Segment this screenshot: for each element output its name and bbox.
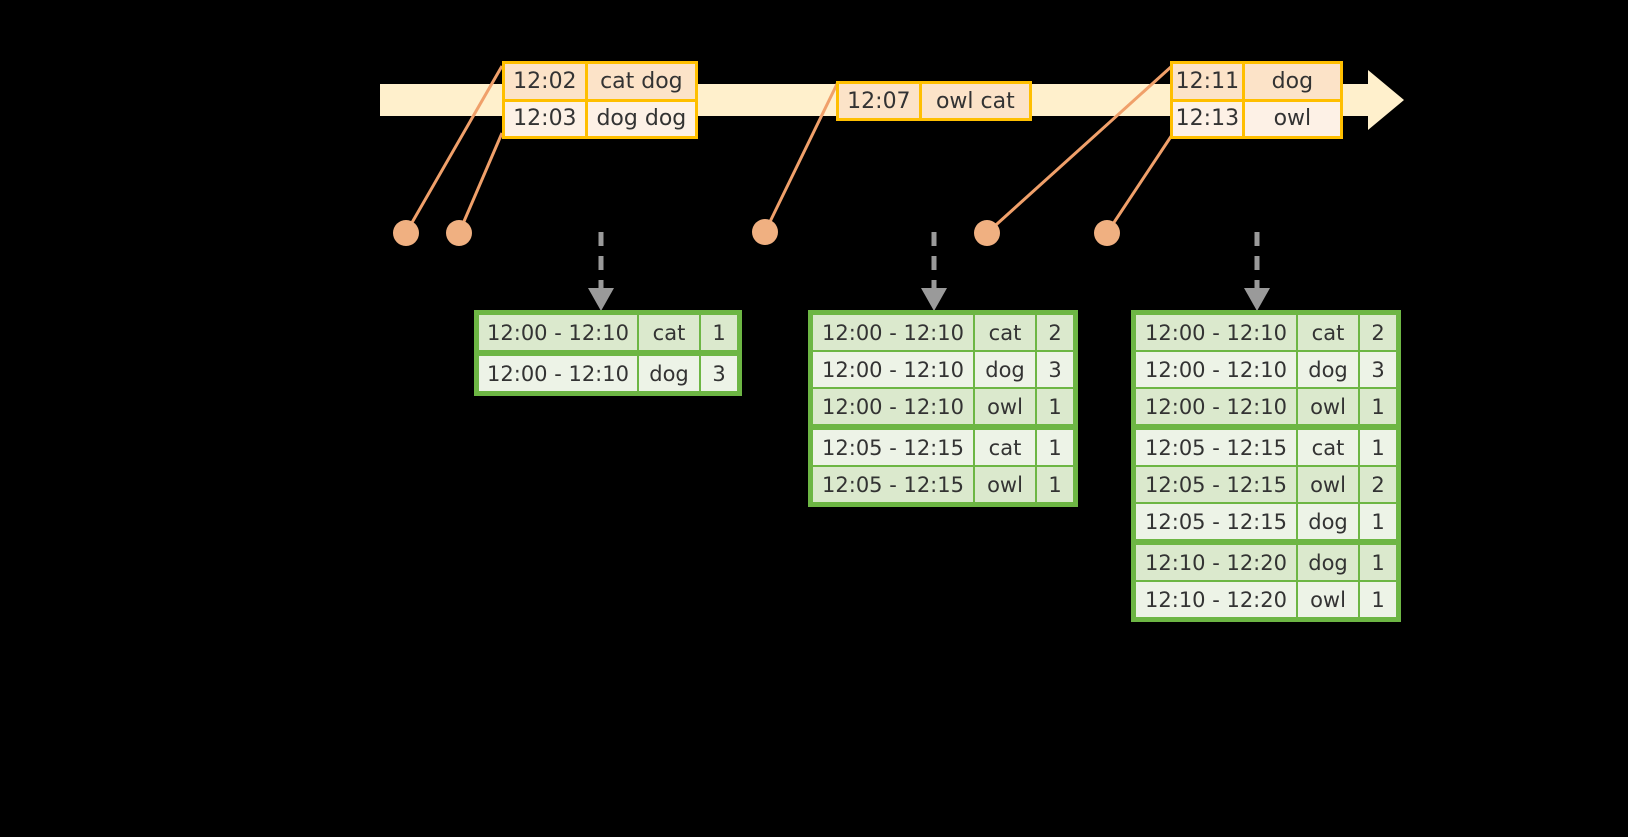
- trigger-dot-3[interactable]: [752, 219, 778, 245]
- cell-count: 1: [1359, 544, 1397, 581]
- cell-count: 1: [700, 314, 738, 351]
- event-time: 12:13: [1173, 101, 1245, 136]
- cell-word: cat: [1297, 314, 1359, 351]
- event-row[interactable]: 12:02 cat dog: [505, 64, 695, 99]
- cell-window: 12:00 - 12:10: [1135, 314, 1297, 351]
- table-row[interactable]: 12:00 - 12:10 cat 2: [1135, 314, 1397, 351]
- event-words: dog dog: [587, 101, 695, 136]
- dashed-arrow-2: [921, 232, 947, 311]
- table-row[interactable]: 12:00 - 12:10 dog 3: [1135, 351, 1397, 388]
- cell-count: 2: [1036, 314, 1074, 351]
- cell-window: 12:10 - 12:20: [1135, 544, 1297, 581]
- cell-word: dog: [638, 355, 700, 392]
- timeline-arrowhead: [1368, 70, 1404, 130]
- result-table-2[interactable]: 12:00 - 12:10 cat 2 12:00 - 12:10 dog 3 …: [808, 310, 1078, 507]
- cell-word: dog: [1297, 351, 1359, 388]
- cell-word: cat: [974, 429, 1036, 466]
- table-row[interactable]: 12:05 - 12:15 dog 1: [1135, 503, 1397, 544]
- cell-count: 2: [1359, 314, 1397, 351]
- table-row[interactable]: 12:00 - 12:10 owl 1: [812, 388, 1074, 429]
- cell-window: 12:00 - 12:10: [1135, 388, 1297, 425]
- cell-window: 12:00 - 12:10: [478, 314, 638, 351]
- table-row[interactable]: 12:00 - 12:10 owl 1: [1135, 388, 1397, 429]
- cell-window: 12:05 - 12:15: [1135, 503, 1297, 540]
- cell-window: 12:05 - 12:15: [1135, 429, 1297, 466]
- cell-count: 1: [1036, 466, 1074, 503]
- cell-window: 12:05 - 12:15: [812, 429, 974, 466]
- cell-window: 12:05 - 12:15: [1135, 466, 1297, 503]
- cell-count: 1: [1036, 388, 1074, 425]
- event-words: dog: [1244, 64, 1340, 99]
- cell-count: 2: [1359, 466, 1397, 503]
- cell-window: 12:00 - 12:10: [812, 388, 974, 425]
- event-row[interactable]: 12:07 owl cat: [839, 84, 1029, 118]
- cell-count: 1: [1359, 503, 1397, 540]
- event-time: 12:03: [505, 101, 588, 136]
- cell-count: 1: [1036, 429, 1074, 466]
- trigger-dot-5[interactable]: [1094, 220, 1120, 246]
- cell-word: owl: [974, 388, 1036, 425]
- trigger-dot-4[interactable]: [974, 220, 1000, 246]
- event-words: owl cat: [921, 84, 1029, 118]
- event-time: 12:11: [1173, 64, 1245, 99]
- cell-window: 12:05 - 12:15: [812, 466, 974, 503]
- table-row[interactable]: 12:05 - 12:15 owl 1: [812, 466, 1074, 503]
- table-row[interactable]: 12:05 - 12:15 cat 1: [812, 429, 1074, 466]
- event-row[interactable]: 12:13 owl: [1173, 98, 1340, 136]
- table-row[interactable]: 12:05 - 12:15 owl 2: [1135, 466, 1397, 503]
- cell-count: 3: [1036, 351, 1074, 388]
- cell-window: 12:10 - 12:20: [1135, 581, 1297, 618]
- table-row[interactable]: 12:10 - 12:20 owl 1: [1135, 581, 1397, 618]
- cell-window: 12:00 - 12:10: [1135, 351, 1297, 388]
- cell-count: 1: [1359, 581, 1397, 618]
- cell-word: cat: [974, 314, 1036, 351]
- cell-word: dog: [1297, 544, 1359, 581]
- table-row[interactable]: 12:00 - 12:10 dog 3: [478, 355, 738, 392]
- table-row[interactable]: 12:00 - 12:10 dog 3: [812, 351, 1074, 388]
- event-words: cat dog: [587, 64, 695, 99]
- cell-count: 1: [1359, 429, 1397, 466]
- cell-word: owl: [1297, 466, 1359, 503]
- event-time: 12:02: [505, 64, 588, 99]
- event-time: 12:07: [839, 84, 922, 118]
- trigger-dot-1[interactable]: [393, 220, 419, 246]
- event-group-1[interactable]: 12:02 cat dog 12:03 dog dog: [502, 61, 698, 139]
- cell-window: 12:00 - 12:10: [812, 314, 974, 351]
- event-group-3[interactable]: 12:11 dog 12:13 owl: [1170, 61, 1343, 139]
- cell-word: dog: [974, 351, 1036, 388]
- result-table-1[interactable]: 12:00 - 12:10 cat 1 12:00 - 12:10 dog 3: [474, 310, 742, 396]
- event-words: owl: [1244, 101, 1340, 136]
- dashed-arrow-1: [588, 232, 614, 311]
- cell-count: 3: [700, 355, 738, 392]
- table-row[interactable]: 12:10 - 12:20 dog 1: [1135, 544, 1397, 581]
- dashed-arrow-3: [1244, 232, 1270, 311]
- cell-count: 3: [1359, 351, 1397, 388]
- result-table-3[interactable]: 12:00 - 12:10 cat 2 12:00 - 12:10 dog 3 …: [1131, 310, 1401, 622]
- cell-word: dog: [1297, 503, 1359, 540]
- leader-line-2: [457, 132, 504, 234]
- table-row[interactable]: 12:00 - 12:10 cat 1: [478, 314, 738, 355]
- trigger-dot-2[interactable]: [446, 220, 472, 246]
- cell-word: cat: [1297, 429, 1359, 466]
- cell-word: owl: [974, 466, 1036, 503]
- cell-word: cat: [638, 314, 700, 351]
- cell-count: 1: [1359, 388, 1397, 425]
- event-group-2[interactable]: 12:07 owl cat: [836, 81, 1032, 121]
- table-row[interactable]: 12:00 - 12:10 cat 2: [812, 314, 1074, 351]
- event-row[interactable]: 12:11 dog: [1173, 64, 1340, 99]
- cell-word: owl: [1297, 388, 1359, 425]
- table-row[interactable]: 12:05 - 12:15 cat 1: [1135, 429, 1397, 466]
- cell-window: 12:00 - 12:10: [812, 351, 974, 388]
- leader-line-5: [1105, 134, 1174, 234]
- cell-window: 12:00 - 12:10: [478, 355, 638, 392]
- cell-word: owl: [1297, 581, 1359, 618]
- event-row[interactable]: 12:03 dog dog: [505, 98, 695, 136]
